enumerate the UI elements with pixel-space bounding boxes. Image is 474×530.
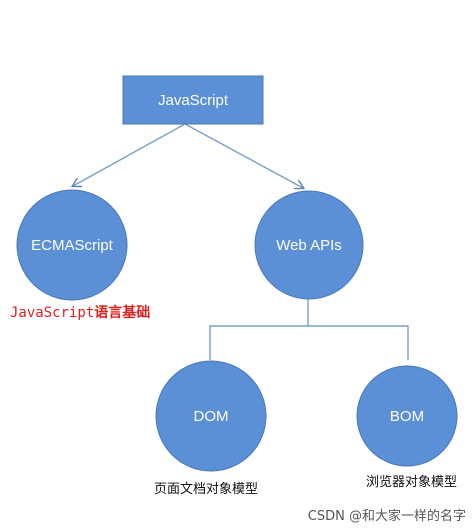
ecmascript-annotation-code: JavaScript bbox=[10, 305, 95, 321]
node-javascript-label: JavaScript bbox=[158, 92, 229, 109]
node-dom-label: DOM bbox=[194, 408, 229, 425]
node-dom bbox=[155, 360, 267, 472]
edge-root-to-webapis bbox=[184, 123, 303, 188]
node-ecmascript bbox=[16, 189, 128, 301]
dom-caption: 页面文档对象模型 bbox=[154, 482, 259, 497]
bom-caption: 浏览器对象模型 bbox=[366, 475, 458, 490]
ecmascript-annotation: JavaScript语言基础 bbox=[10, 302, 150, 322]
node-javascript bbox=[122, 75, 264, 125]
ecmascript-annotation-cn: 语言基础 bbox=[94, 305, 151, 321]
node-webapis-label: Web APIs bbox=[276, 237, 342, 254]
node-bom bbox=[356, 365, 458, 467]
edge-webapis-bracket bbox=[209, 296, 409, 360]
node-ecmascript-label: ECMAScript bbox=[31, 237, 114, 254]
node-bom-label: BOM bbox=[390, 408, 424, 425]
edge-root-to-ecmascript bbox=[73, 123, 186, 186]
watermark: CSDN @和大家一样的名字 bbox=[307, 509, 466, 524]
node-webapis bbox=[254, 190, 364, 300]
